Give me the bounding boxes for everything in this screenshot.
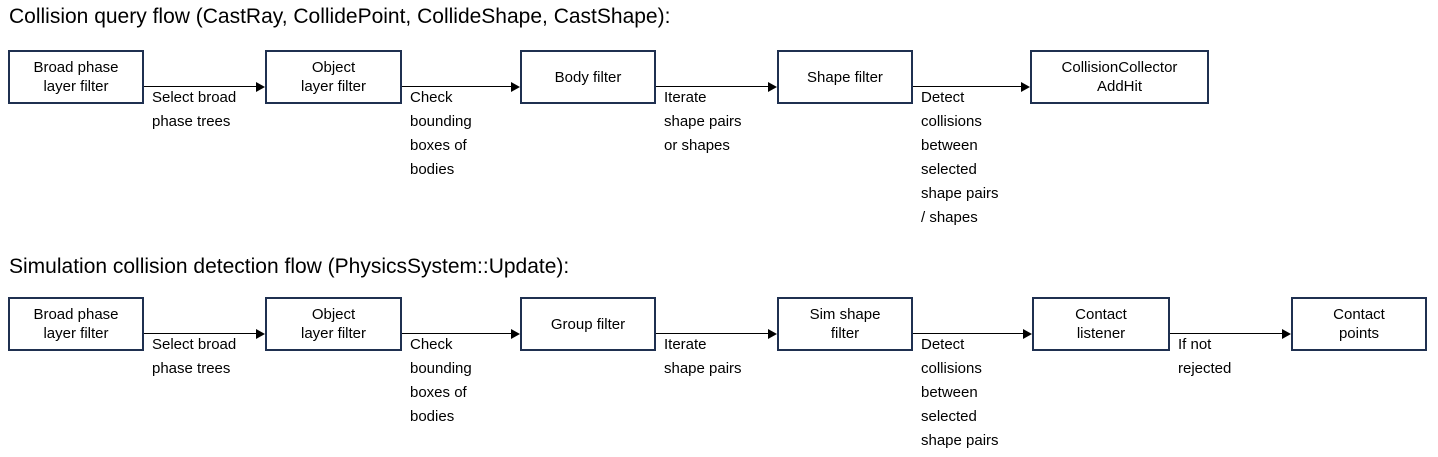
node-broad-phase-layer-filter-sim[interactable]: Broad phase layer filter [8, 297, 144, 351]
edge-label-check-bounding-boxes-query: Check bounding boxes of bodies [410, 89, 472, 178]
edge-label-detect-collisions-query: Detect collisions between selected shape… [921, 89, 999, 226]
section-title-simulation-collision-detection-flow: Simulation collision detection flow (Phy… [9, 255, 570, 278]
edge-label-if-not-rejected: If not rejected [1178, 336, 1232, 377]
edge-label-select-broad-phase-trees-query: Select broad phase trees [152, 89, 237, 130]
node-contact-listener[interactable]: Contact listener [1032, 297, 1170, 351]
edge-line-1-4 [913, 86, 1021, 87]
edge-label-detect-collisions-sim: Detect collisions between selected shape… [921, 336, 999, 449]
node-object-layer-filter-sim[interactable]: Object layer filter [265, 297, 402, 351]
edge-arrowhead-2-2 [511, 329, 520, 339]
edge-line-2-3 [656, 333, 768, 334]
edge-label-check-bounding-boxes-sim: Check bounding boxes of bodies [410, 336, 472, 425]
edge-line-2-5 [1170, 333, 1282, 334]
edge-arrowhead-2-5 [1282, 329, 1291, 339]
edge-label-iterate-shape-pairs-or-shapes: Iterate shape pairs or shapes [664, 89, 742, 154]
node-body-filter[interactable]: Body filter [520, 50, 656, 104]
node-shape-filter[interactable]: Shape filter [777, 50, 913, 104]
node-group-filter[interactable]: Group filter [520, 297, 656, 351]
edge-arrowhead-2-3 [768, 329, 777, 339]
edge-arrowhead-1-4 [1021, 82, 1030, 92]
edge-arrowhead-2-1 [256, 329, 265, 339]
edge-line-2-1 [144, 333, 256, 334]
edge-arrowhead-1-3 [768, 82, 777, 92]
edge-arrowhead-1-1 [256, 82, 265, 92]
edge-arrowhead-1-2 [511, 82, 520, 92]
edge-line-2-2 [402, 333, 512, 334]
edge-line-1-1 [144, 86, 256, 87]
section-title-collision-query-flow: Collision query flow (CastRay, CollidePo… [9, 5, 671, 28]
edge-line-1-3 [656, 86, 768, 87]
edge-line-1-2 [402, 86, 512, 87]
node-object-layer-filter-query[interactable]: Object layer filter [265, 50, 402, 104]
node-broad-phase-layer-filter-query[interactable]: Broad phase layer filter [8, 50, 144, 104]
edge-label-iterate-shape-pairs: Iterate shape pairs [664, 336, 742, 377]
node-contact-points[interactable]: Contact points [1291, 297, 1427, 351]
node-collision-collector-addhit[interactable]: CollisionCollector AddHit [1030, 50, 1209, 104]
edge-arrowhead-2-4 [1023, 329, 1032, 339]
node-sim-shape-filter[interactable]: Sim shape filter [777, 297, 913, 351]
edge-label-select-broad-phase-trees-sim: Select broad phase trees [152, 336, 237, 377]
edge-line-2-4 [913, 333, 1023, 334]
